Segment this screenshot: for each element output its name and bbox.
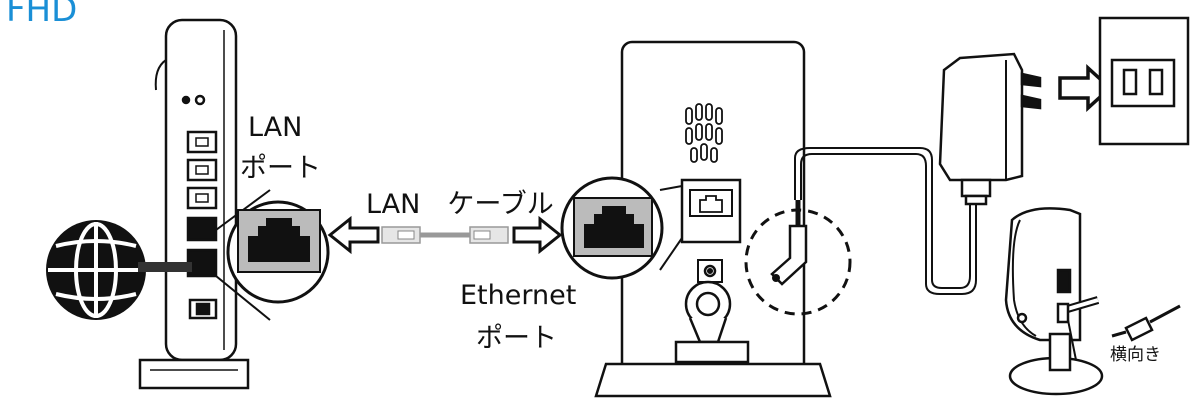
ethernet-port-label-line1: Ethernet bbox=[460, 280, 577, 311]
arrow-right-icon bbox=[512, 215, 563, 255]
router bbox=[138, 18, 250, 390]
ethernet-port-zoom bbox=[560, 176, 683, 280]
power-connector-detail bbox=[744, 200, 852, 316]
arrow-left-icon bbox=[327, 215, 380, 255]
sideways-label: 横向き bbox=[1110, 345, 1161, 365]
brand-logo: FHD bbox=[6, 0, 78, 30]
power-cable bbox=[794, 147, 977, 295]
lan-cable bbox=[381, 226, 509, 244]
lan-port-label-line2: ポート bbox=[240, 153, 321, 184]
camera-side-view bbox=[1004, 207, 1181, 396]
ethernet-port-label-line2: ポート bbox=[476, 323, 557, 354]
arrow-to-outlet-icon bbox=[1058, 64, 1113, 112]
lan-port-label-line1: LAN bbox=[248, 112, 303, 143]
wall-outlet bbox=[1098, 16, 1190, 146]
globe-icon bbox=[46, 220, 146, 320]
internet-cable bbox=[138, 262, 192, 272]
power-adapter bbox=[938, 52, 1042, 206]
lan-port-zoom bbox=[215, 189, 330, 321]
lan-cable-label: LAN ケーブル bbox=[366, 189, 554, 220]
